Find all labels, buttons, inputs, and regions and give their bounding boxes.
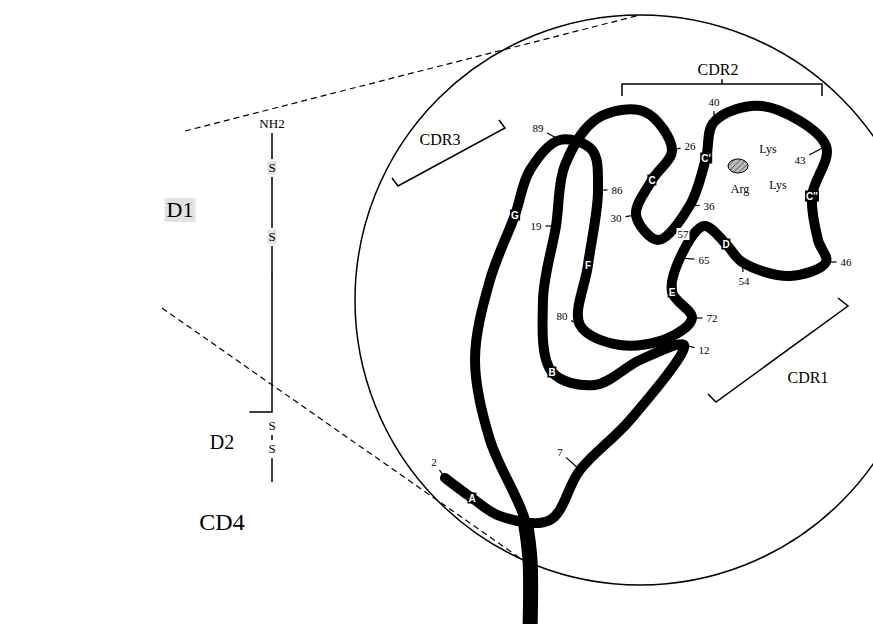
- residue-number: 36: [703, 200, 716, 212]
- leader-tick: [692, 226, 704, 230]
- sulfur-label: S: [267, 442, 276, 456]
- cdr-label: CDR2: [696, 61, 741, 79]
- ribbon-tail: [525, 520, 531, 624]
- zoom-dashed-line: [185, 15, 640, 131]
- residue-label: Lys: [758, 143, 777, 156]
- chain-segment: [271, 246, 273, 273]
- strand-letter: B: [547, 367, 556, 378]
- chain-segment: [271, 458, 273, 482]
- sulfur-label: S: [267, 161, 276, 175]
- strand-letter: C: [647, 175, 656, 186]
- zoom-dashed-line: [162, 308, 520, 558]
- domain-circle: D2: [188, 404, 264, 480]
- zoom-circle: [355, 15, 873, 585]
- cdr-label: CDR3: [418, 131, 463, 149]
- leader-tick: [672, 148, 681, 150]
- strand-letter: E: [668, 287, 677, 298]
- leader-tick: [690, 204, 700, 206]
- leader-tick: [692, 317, 703, 318]
- residue-number: 2: [430, 456, 438, 468]
- residue-number: 80: [556, 310, 569, 322]
- cdr-label: CDR1: [786, 369, 831, 387]
- residue-label: Arg: [730, 183, 750, 196]
- residue-number: 54: [738, 275, 751, 287]
- residue-number: 57: [677, 228, 690, 240]
- leader-tick: [439, 470, 445, 478]
- residue-number: 26: [684, 140, 697, 152]
- terminus-label: NH2: [258, 117, 285, 131]
- cdr-bracket: [392, 120, 505, 186]
- leader-tick: [713, 111, 714, 122]
- leader-tick: [546, 225, 557, 226]
- cdr-bracket: [708, 298, 848, 402]
- cdr-bracket: [622, 79, 822, 96]
- residue-number: 40: [708, 96, 721, 108]
- residue-number: 43: [794, 154, 807, 166]
- chain-connector: [249, 272, 272, 412]
- residue-number: 30: [610, 212, 623, 224]
- residue-number: 7: [556, 446, 564, 458]
- leader-tick: [566, 457, 580, 470]
- domain-circle-fill: [104, 131, 286, 313]
- strand-letter: F: [584, 260, 592, 271]
- leader-tick: [826, 261, 837, 262]
- residue-number: 65: [698, 254, 711, 266]
- zinc-site: [728, 159, 748, 173]
- domain-label: D2: [208, 431, 236, 453]
- chain-segment: [271, 177, 273, 228]
- leader-ticks: [439, 111, 836, 478]
- residue-label: Lys: [768, 179, 787, 192]
- residue-number: 89: [532, 122, 545, 134]
- disulfide-bond: [271, 435, 273, 440]
- strand-letter: D: [721, 239, 730, 250]
- strand-letter: G: [510, 210, 520, 221]
- strand-letter: A: [467, 493, 476, 504]
- leader-tick: [625, 215, 636, 217]
- leader-tick: [680, 258, 695, 259]
- sulfur-label: S: [267, 230, 276, 244]
- chain-segment: [271, 133, 273, 159]
- leader-tick: [809, 146, 826, 155]
- residue-number: 86: [611, 184, 624, 196]
- leader-tick: [571, 321, 580, 325]
- leader-tick: [598, 189, 608, 190]
- molecule-name: CD4: [197, 509, 246, 535]
- residue-number: 19: [530, 220, 543, 232]
- domain-circle-fill: [189, 405, 263, 479]
- leader-tick: [547, 133, 560, 140]
- ig-fold-outline: [133, 160, 246, 284]
- strand-letter: C': [700, 153, 712, 164]
- residue-number: 12: [698, 344, 711, 356]
- domain-circle: D1: [103, 130, 287, 314]
- leader-tick: [742, 262, 743, 272]
- residue-number: 46: [840, 256, 853, 268]
- leader-tick: [684, 345, 695, 348]
- strand-letter: C'': [805, 191, 819, 202]
- sulfur-label: S: [267, 419, 276, 433]
- ribbon-backbone: [445, 106, 827, 624]
- residue-number: 72: [706, 312, 719, 324]
- domain-label: D1: [165, 198, 196, 222]
